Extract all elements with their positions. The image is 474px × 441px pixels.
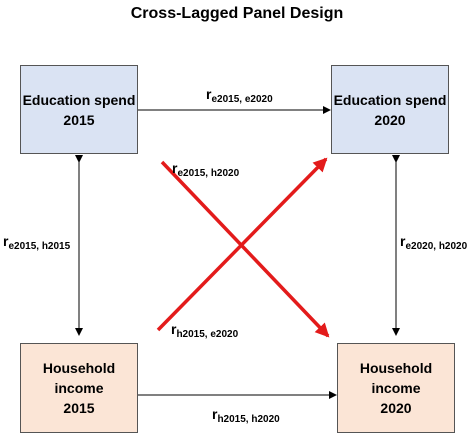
- label-subscript: e2015, h2015: [8, 241, 71, 252]
- label-main: r: [3, 233, 9, 249]
- box-label-line2: 2015: [63, 111, 95, 128]
- label-e2015-e2020: re2015, e2020: [206, 86, 273, 105]
- arrow-edu2015-to-inc2020: [160, 160, 330, 338]
- label-h2015-e2020: rh2015, e2020: [171, 321, 238, 340]
- label-subscript: e2020, h2020: [405, 241, 468, 252]
- box-label-line1: Household income: [359, 360, 433, 396]
- label-main: r: [206, 86, 212, 102]
- box-label-line1: Education spend: [22, 91, 136, 108]
- label-main: r: [172, 160, 178, 176]
- label-main: r: [212, 406, 218, 422]
- label-subscript: h2015, h2020: [217, 414, 280, 425]
- box-label-line1: Education spend: [333, 91, 447, 108]
- box-label-line2: 2020: [380, 400, 412, 416]
- box-income-2015: Household income 2015: [20, 343, 138, 433]
- label-e2020-h2020: re2020, h2020: [400, 233, 467, 252]
- label-main: r: [171, 321, 177, 337]
- label-main: r: [400, 233, 406, 249]
- box-label-line1: Household income: [42, 360, 116, 396]
- label-subscript: e2015, h2020: [177, 168, 240, 179]
- box-label-line2: 2015: [63, 400, 95, 416]
- label-h2015-h2020: rh2015, h2020: [212, 406, 280, 425]
- box-education-2015: Education spend 2015: [20, 65, 138, 154]
- arrow-inc2015-to-edu2020: [156, 157, 328, 332]
- label-e2015-h2015: re2015, h2015: [3, 233, 70, 252]
- diagram-title: Cross-Lagged Panel Design: [130, 5, 344, 22]
- box-education-2020: Education spend 2020: [331, 65, 449, 154]
- box-label-line2: 2020: [374, 111, 406, 128]
- label-e2015-h2020: re2015, h2020: [172, 160, 239, 179]
- label-subscript: e2015, e2020: [211, 94, 273, 105]
- box-income-2020: Household income 2020: [337, 343, 455, 433]
- label-subscript: h2015, e2020: [176, 329, 239, 340]
